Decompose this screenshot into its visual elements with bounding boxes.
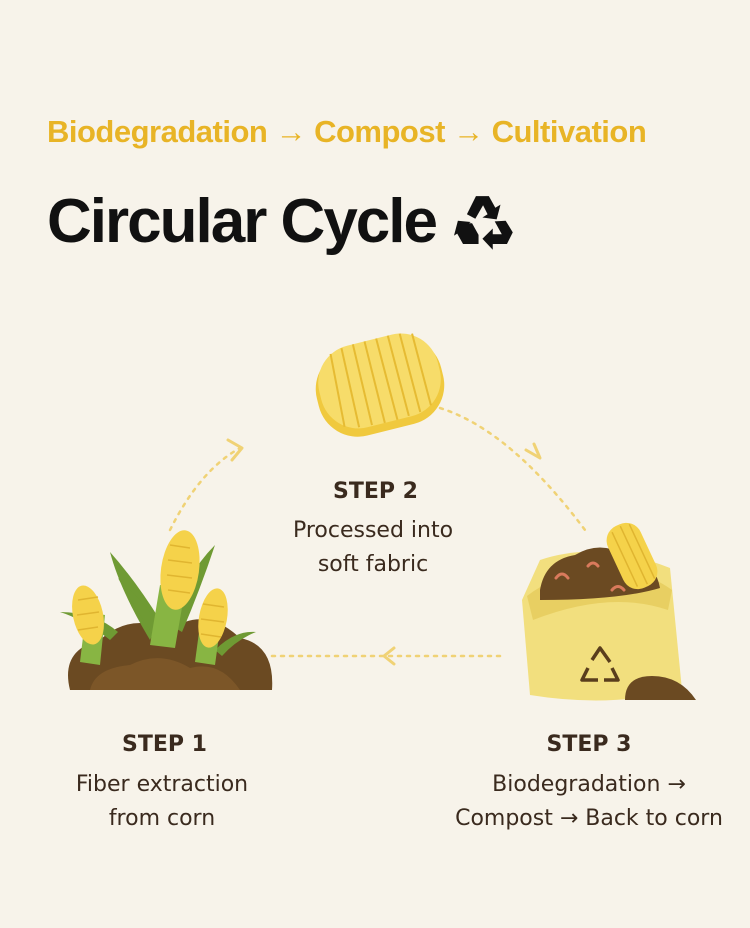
recycle-icon	[454, 195, 513, 250]
page-title-text: Circular Cycle	[47, 187, 438, 256]
step-2-label: STEP 2	[333, 479, 418, 504]
step-3-description: Biodegradation → Compost → Back to corn	[455, 772, 723, 831]
arrow-head-1	[226, 438, 244, 462]
connector-step1-to-step2	[168, 446, 242, 532]
arrow-head-3	[382, 646, 396, 666]
step-1-description: Fiber extraction from corn	[75, 772, 249, 831]
arrow-head-2	[524, 442, 542, 460]
corn-field-illustration	[60, 530, 273, 690]
fabric-roll-illustration	[315, 333, 445, 437]
header-subtitle: Biodegradation → Compost → Cultivation	[47, 114, 647, 149]
compost-bag-illustration	[522, 522, 696, 701]
step-2-description: Processed into soft fabric	[292, 518, 454, 577]
page-title: Circular Cycle	[47, 186, 518, 257]
connector-step2-to-step3	[438, 406, 587, 532]
step-3-label: STEP 3	[546, 732, 632, 757]
step-1-label: STEP 1	[122, 732, 207, 757]
